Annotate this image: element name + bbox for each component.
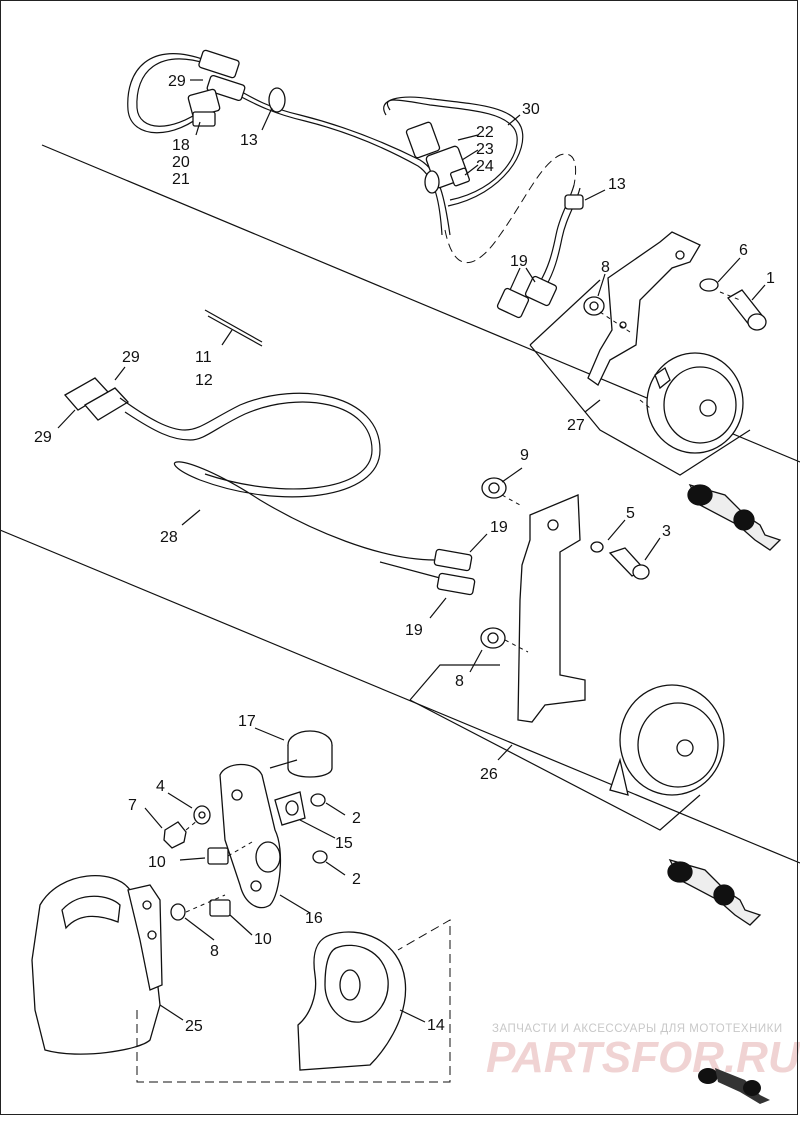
callout-10: 10 bbox=[254, 931, 272, 948]
callout-29: 29 bbox=[168, 73, 186, 90]
callout-16: 16 bbox=[305, 910, 323, 927]
callout-13: 13 bbox=[240, 132, 258, 149]
callout-19: 19 bbox=[490, 519, 508, 536]
motorcycle-front-arrow-icon bbox=[667, 858, 762, 926]
callout-10: 10 bbox=[148, 854, 166, 871]
callout-29: 29 bbox=[122, 349, 140, 366]
callout-4: 4 bbox=[156, 778, 165, 795]
callout-25: 25 bbox=[185, 1018, 203, 1035]
callout-5: 5 bbox=[626, 505, 635, 522]
callout-8: 8 bbox=[210, 943, 219, 960]
callout-27: 27 bbox=[567, 417, 585, 434]
callout-3: 3 bbox=[662, 523, 671, 540]
callout-2: 2 bbox=[352, 810, 361, 827]
callout-21: 21 bbox=[172, 171, 190, 188]
callout-8: 8 bbox=[455, 673, 464, 690]
callout-17: 17 bbox=[238, 713, 256, 730]
callout-18: 18 bbox=[172, 137, 190, 154]
callout-2: 2 bbox=[352, 871, 361, 888]
callout-19: 19 bbox=[510, 253, 528, 270]
callout-22: 22 bbox=[476, 124, 494, 141]
partsfor-logo-icon bbox=[698, 1068, 770, 1104]
callout-1: 1 bbox=[766, 270, 775, 287]
callout-24: 24 bbox=[476, 158, 494, 175]
watermark-tagline: ЗАПЧАСТИ И АКСЕССУАРЫ ДЛЯ МОТОТЕХНИКИ bbox=[492, 1023, 783, 1035]
callout-6: 6 bbox=[739, 242, 748, 259]
callout-15: 15 bbox=[335, 835, 353, 852]
callout-13: 13 bbox=[608, 176, 626, 193]
callout-7: 7 bbox=[128, 797, 137, 814]
callout-30: 30 bbox=[522, 101, 540, 118]
upper-horn-assembly bbox=[496, 184, 767, 476]
callout-29: 29 bbox=[34, 429, 52, 446]
callout-14: 14 bbox=[427, 1017, 445, 1034]
callout-20: 20 bbox=[172, 154, 190, 171]
lower-horn-cover-assembly bbox=[31, 730, 451, 1083]
callout-28: 28 bbox=[160, 529, 178, 546]
leader-lines bbox=[57, 79, 766, 1023]
callout-labels: 1 2 2 3 4 5 6 7 8 8 8 9 10 10 11 12 13 1… bbox=[34, 73, 775, 1035]
callout-23: 23 bbox=[476, 141, 494, 158]
callout-8: 8 bbox=[601, 259, 610, 276]
middle-horn-assembly bbox=[409, 477, 725, 831]
middle-wiring-harness bbox=[63, 309, 476, 596]
motorcycle-front-arrow-icon bbox=[687, 483, 782, 551]
callout-9: 9 bbox=[520, 447, 529, 464]
upper-wiring-harness bbox=[127, 49, 577, 264]
callout-12: 12 bbox=[195, 372, 213, 389]
callout-19: 19 bbox=[405, 622, 423, 639]
watermark: ЗАПЧАСТИ И АКСЕССУАРЫ ДЛЯ МОТОТЕХНИКИ PA… bbox=[486, 1023, 800, 1104]
callout-11: 11 bbox=[195, 349, 212, 366]
callout-26: 26 bbox=[480, 766, 498, 783]
watermark-logo: PARTSFOR.RU bbox=[486, 1033, 800, 1082]
